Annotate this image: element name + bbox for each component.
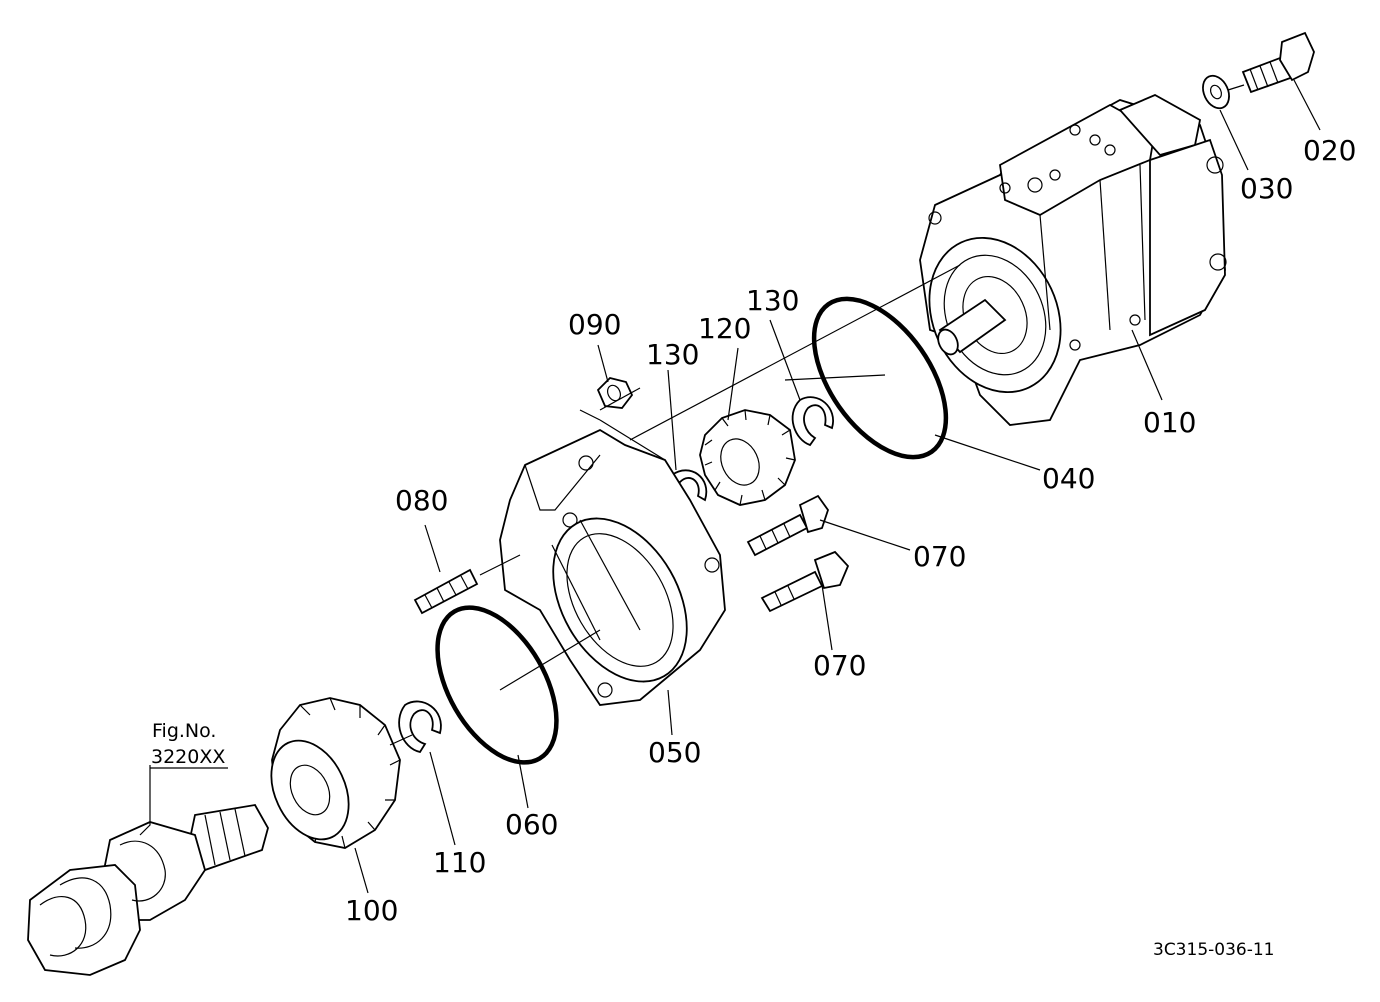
label-050: 050 — [648, 736, 701, 769]
large-gear-100 — [270, 697, 401, 849]
assembly-lines — [389, 84, 1245, 746]
label-080: 080 — [395, 484, 448, 517]
label-060: 060 — [505, 808, 558, 841]
label-130-right: 130 — [746, 284, 799, 317]
stud-080 — [413, 568, 479, 615]
snap-ring-110 — [398, 700, 442, 754]
label-090: 090 — [568, 308, 621, 341]
fig-no-value: 3220XX — [151, 746, 225, 768]
o-ring-040 — [811, 296, 949, 460]
drive-shaft — [27, 804, 269, 976]
washer-030 — [1202, 74, 1230, 110]
label-120: 120 — [698, 312, 751, 345]
label-110: 110 — [433, 846, 486, 879]
housing-050 — [499, 428, 726, 706]
o-ring-060 — [435, 605, 559, 765]
label-020: 020 — [1303, 134, 1356, 167]
label-070-upper: 070 — [913, 540, 966, 573]
nut-090 — [596, 377, 634, 409]
figure-reference: Fig.No. 3220XX — [150, 720, 228, 769]
bolt-070-lower — [760, 550, 850, 613]
leader-lines — [139, 79, 1321, 894]
bolt-070-upper — [746, 494, 829, 557]
label-030: 030 — [1240, 172, 1293, 205]
bolt-020 — [1241, 31, 1315, 94]
fig-no-label: Fig.No. — [152, 720, 216, 742]
hydraulic-pump — [919, 93, 1227, 426]
label-040: 040 — [1042, 462, 1095, 495]
snap-ring-130-right — [791, 396, 834, 447]
drawing-code: 3C315-036-11 — [1153, 940, 1274, 960]
label-010: 010 — [1143, 406, 1196, 439]
label-070-lower: 070 — [813, 649, 866, 682]
label-130-left: 130 — [646, 338, 699, 371]
small-gear-120 — [699, 409, 796, 506]
label-100: 100 — [345, 894, 398, 927]
part-labels: 010 020 030 040 050 060 070 070 080 090 … — [345, 134, 1356, 927]
